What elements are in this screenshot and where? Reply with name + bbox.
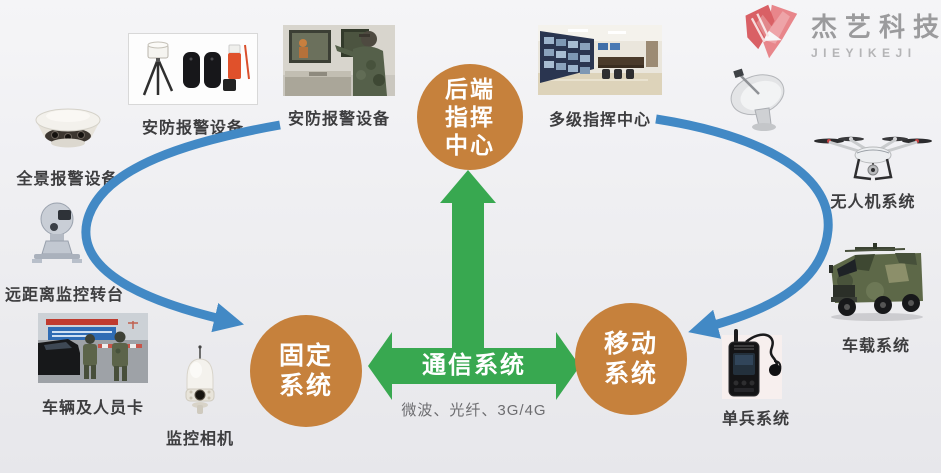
communication-carriers-label: 微波、光纤、3G/4G	[401, 402, 547, 419]
device-label: 车载系统	[841, 338, 910, 355]
panoramic-camera-image	[35, 108, 101, 148]
device-alarm-kit: 安防报警设备	[128, 33, 258, 138]
node-label-line: 系统	[278, 372, 333, 400]
node-label-line: 固定	[278, 341, 333, 370]
node-label-line: 后端	[445, 75, 495, 102]
device-label: 无人机系统	[830, 194, 916, 211]
handheld-radio-image	[722, 329, 782, 399]
device-satellite-dish	[725, 68, 795, 133]
node-fixed-system: 固定 系统	[250, 315, 362, 427]
device-surveillance-camera: 监控相机	[160, 345, 240, 449]
blue-curve-left	[81, 120, 281, 333]
military-truck-image	[829, 243, 923, 321]
device-vehicle-system: 车载系统	[824, 241, 928, 356]
node-backend-command-center: 后端 指挥 中心	[417, 64, 523, 170]
device-panoramic-alarm: 全景报警设备	[15, 106, 120, 189]
command-center-photo	[538, 25, 662, 95]
node-label-line: 中心	[445, 132, 495, 159]
device-label: 车辆及人员卡	[41, 400, 144, 417]
ptz-camera-image	[185, 345, 215, 414]
communication-system-label: 通信系统	[422, 352, 526, 379]
device-label: 远距离监控转台	[5, 287, 125, 304]
device-label: 安防报警设备	[287, 111, 390, 128]
device-drone: 无人机系统	[812, 133, 934, 212]
turret-camera-image	[32, 202, 82, 263]
device-label: 安防报警设备	[141, 120, 244, 137]
logo-mark-icon	[745, 4, 798, 59]
device-multilevel-command-center: 多级指挥中心	[538, 25, 662, 130]
node-mobile-system: 移动 系统	[575, 303, 687, 415]
device-monitor-station: 安防报警设备	[283, 25, 395, 129]
node-label-line: 指挥	[445, 103, 495, 130]
blue-curve-right	[655, 114, 833, 339]
satellite-dish-image	[730, 68, 785, 131]
device-label: 单兵系统	[722, 411, 791, 428]
device-checkpoint: 车辆及人员卡	[38, 313, 148, 418]
checkpoint-photo	[38, 313, 148, 383]
logo-brand-cn: 杰艺科技	[811, 12, 941, 42]
logo: 杰艺科技 JIEYIKEJI	[741, 2, 941, 60]
green-arrow-horizontal	[368, 332, 580, 400]
device-label: 全景报警设备	[16, 171, 119, 188]
device-label: 多级指挥中心	[548, 112, 651, 129]
logo-brand-en: JIEYIKEJI	[811, 46, 917, 60]
device-long-range-turret: 远距离监控转台	[5, 200, 125, 305]
device-soldier-system: 单兵系统	[722, 329, 791, 429]
device-label: 监控相机	[165, 431, 234, 448]
node-label-line: 移动	[603, 329, 658, 358]
alarm-kit-photo	[128, 33, 258, 105]
drone-image	[814, 136, 932, 181]
node-label-line: 系统	[603, 360, 658, 388]
monitor-station-photo	[283, 25, 395, 96]
